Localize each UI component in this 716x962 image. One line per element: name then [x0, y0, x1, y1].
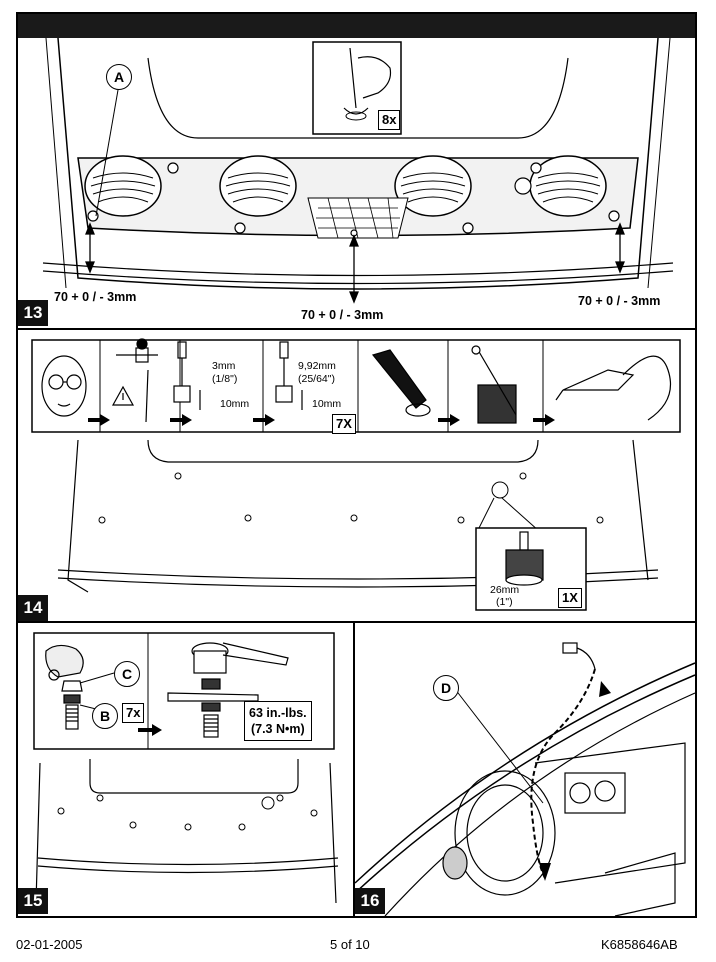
drill2-size-inches: (25/64")	[298, 373, 335, 385]
holesaw-qty: 1X	[558, 588, 582, 608]
drill2-size: 9,92mm	[298, 360, 336, 372]
drill1-size: 3mm	[212, 360, 236, 372]
header-bar	[16, 12, 697, 38]
torque-in-lbs: 63 in.-lbs.	[249, 706, 307, 720]
callout-c: C	[114, 661, 140, 687]
step-number: 15	[18, 888, 48, 914]
step-13-illustration	[42, 37, 674, 304]
step-number: 16	[355, 888, 385, 914]
drill1-depth: 10mm	[220, 398, 250, 410]
instruction-frame	[16, 12, 697, 918]
callout-d: D	[433, 675, 459, 701]
holesaw-size: 26mm	[490, 584, 520, 596]
footer-date: 02-01-2005	[16, 937, 83, 952]
step-15-illustration	[33, 632, 339, 904]
step-14-panel: 3mm (1/8") 10mm 9,92mm (25/64") 10mm 7X …	[18, 330, 695, 623]
dimension-right: 70 + 0 / - 3mm	[578, 294, 661, 308]
step-16-panel: D 16	[354, 623, 696, 917]
holesaw-size-inches: (1")	[496, 596, 513, 608]
footer-page: 5 of 10	[330, 937, 370, 952]
step-13-panel: A 8x 70 + 0 / - 3mm 70 + 0 / - 3mm 70 + …	[18, 37, 695, 330]
step-number: 13	[18, 300, 48, 326]
step-16-illustration	[354, 642, 696, 917]
step-number: 14	[18, 595, 48, 621]
torque-nm: (7.3 N•m)	[250, 722, 305, 736]
qty-label-7x: 7x	[122, 703, 145, 723]
footer-doc-id: K6858646AB	[601, 937, 678, 952]
callout-a: A	[106, 64, 132, 90]
qty-label-8x: 8x	[378, 110, 401, 130]
callout-b: B	[92, 703, 118, 729]
step-15-panel: C B 7x 63 in.-lbs. (7.3 N•m) 15	[18, 623, 355, 916]
drill2-depth: 10mm	[312, 398, 342, 410]
torque-spec: 63 in.-lbs. (7.3 N•m)	[244, 701, 312, 741]
drill1-size-inches: (1/8")	[212, 373, 238, 385]
drill2-qty: 7X	[332, 414, 356, 434]
dimension-left: 70 + 0 / - 3mm	[54, 290, 137, 304]
step-14-illustration	[31, 338, 681, 611]
dimension-center: 70 + 0 / - 3mm	[301, 308, 384, 322]
